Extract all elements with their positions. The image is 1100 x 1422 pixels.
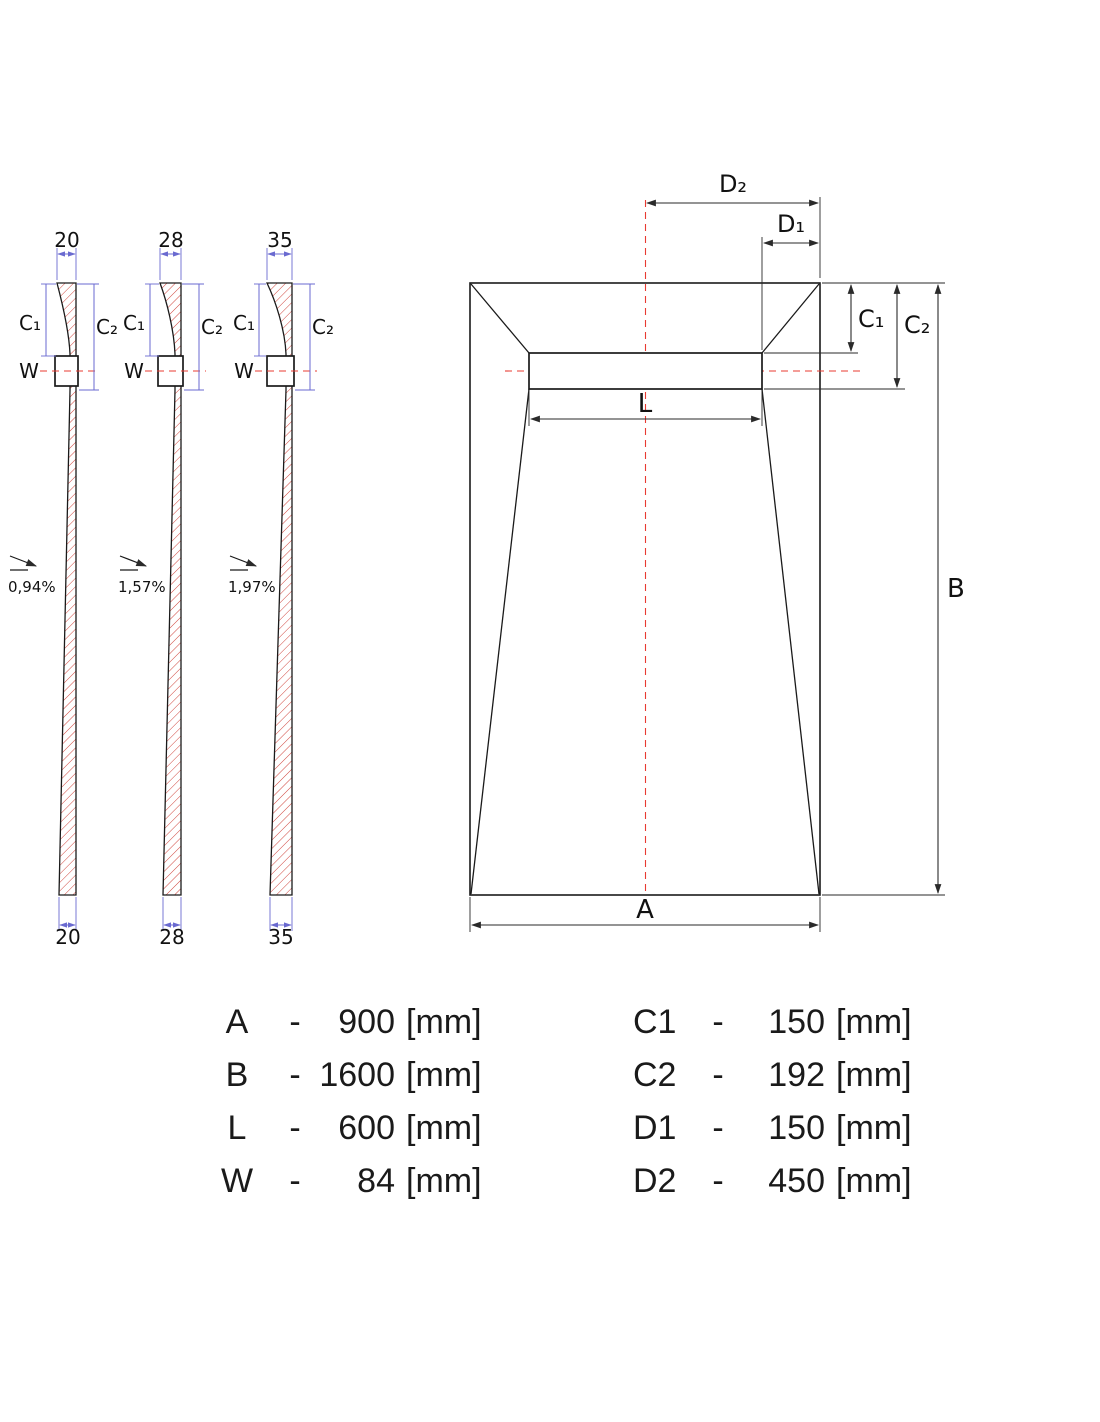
fold-line-top-right	[761, 283, 820, 354]
row-d1-unit: [mm]	[836, 1109, 912, 1147]
table-row-l: L - 600 [mm]	[228, 1109, 482, 1147]
row-d2-value: 450	[768, 1162, 825, 1200]
row-a-unit: [mm]	[406, 1003, 482, 1041]
row-c2-unit: [mm]	[836, 1056, 912, 1094]
section-2-w-label: W	[124, 359, 144, 383]
section-1-c2-label: C₂	[96, 315, 118, 339]
d2-label: D₂	[719, 170, 747, 198]
cross-section-1: 20 C₁ C₂ W 0,94% 20	[8, 228, 118, 949]
row-c2-dash: -	[712, 1056, 723, 1094]
section-1-slope-label: 0,94%	[8, 578, 56, 596]
section-3-w-label: W	[234, 359, 254, 383]
plan-view: D₂ D₁ C₁ C₂ L B A	[469, 170, 965, 932]
section-3-bottom-width-label: 35	[268, 925, 293, 949]
section-3-top-width-label: 35	[267, 228, 292, 252]
row-l-unit: [mm]	[406, 1109, 482, 1147]
row-d1-dash: -	[712, 1109, 723, 1147]
row-d1-value: 150	[768, 1109, 825, 1147]
fold-line-top-left	[470, 283, 530, 354]
section-1-bottom-width-label: 20	[55, 925, 80, 949]
row-a-name: A	[226, 1003, 249, 1041]
table-row-a: A - 900 [mm]	[226, 1003, 482, 1041]
section-2-slope-label: 1,57%	[118, 578, 166, 596]
row-a-dash: -	[289, 1003, 300, 1041]
c2-label: C₂	[904, 311, 930, 339]
row-d2-name: D2	[633, 1162, 676, 1200]
row-b-dash: -	[289, 1056, 300, 1094]
row-l-dash: -	[289, 1109, 300, 1147]
drain-channel	[528, 352, 763, 390]
row-a-value: 900	[338, 1003, 395, 1041]
section-1-w-label: W	[19, 359, 39, 383]
section-2-bottom-width-label: 28	[159, 925, 184, 949]
row-w-value: 84	[357, 1162, 395, 1200]
section-3-c1-label: C₁	[233, 311, 255, 335]
section-3-c2-label: C₂	[312, 315, 334, 339]
section-1-top-width-label: 20	[54, 228, 79, 252]
section-2-c2-label: C₂	[201, 315, 223, 339]
row-w-dash: -	[289, 1162, 300, 1200]
a-label: A	[636, 895, 654, 925]
table-row-b: B - 1600 [mm]	[226, 1056, 482, 1094]
section-2-c1-label: C₁	[123, 311, 145, 335]
row-c1-value: 150	[768, 1003, 825, 1041]
section-3-profile	[265, 282, 293, 896]
row-c2-value: 192	[768, 1056, 825, 1094]
row-c2-name: C2	[633, 1056, 676, 1094]
section-2-slope-arrow	[119, 555, 148, 567]
fold-line-bottom-right	[761, 388, 820, 895]
table-row-c2: C2 - 192 [mm]	[633, 1056, 912, 1094]
d1-label: D₁	[777, 210, 805, 238]
table-row-d2: D2 - 450 [mm]	[633, 1162, 912, 1200]
row-l-name: L	[228, 1109, 247, 1147]
section-3-slope-arrow	[229, 555, 258, 567]
row-c1-dash: -	[712, 1003, 723, 1041]
row-w-unit: [mm]	[406, 1162, 482, 1200]
row-d1-name: D1	[633, 1109, 676, 1147]
table-row-c1: C1 - 150 [mm]	[633, 1003, 912, 1041]
table-row-d1: D1 - 150 [mm]	[633, 1109, 912, 1147]
tray-outline	[469, 282, 821, 896]
section-1-c1-label: C₁	[19, 311, 41, 335]
section-2-top-width-label: 28	[158, 228, 183, 252]
section-1-slope-arrow	[9, 555, 38, 567]
cross-section-2: 28 C₁ C₂ W 1,57% 28	[118, 228, 223, 949]
row-l-value: 600	[338, 1109, 395, 1147]
row-d2-dash: -	[712, 1162, 723, 1200]
section-1-profile	[56, 282, 77, 896]
dimension-table: A - 900 [mm] B - 1600 [mm] L - 600 [mm] …	[221, 1003, 912, 1200]
table-row-w: W - 84 [mm]	[221, 1162, 482, 1200]
c1-label: C₁	[858, 305, 884, 333]
row-b-name: B	[226, 1056, 249, 1094]
section-2-profile	[159, 282, 182, 896]
b-label: B	[947, 574, 965, 604]
row-c1-unit: [mm]	[836, 1003, 912, 1041]
row-d2-unit: [mm]	[836, 1162, 912, 1200]
row-c1-name: C1	[633, 1003, 676, 1041]
cross-section-3: 35 C₁ C₂ W 1,97% 35	[228, 228, 334, 949]
row-b-unit: [mm]	[406, 1056, 482, 1094]
l-label: L	[638, 389, 653, 419]
row-b-value: 1600	[319, 1056, 395, 1094]
section-3-slope-label: 1,97%	[228, 578, 276, 596]
row-w-name: W	[221, 1162, 253, 1200]
fold-line-bottom-left	[470, 388, 530, 895]
